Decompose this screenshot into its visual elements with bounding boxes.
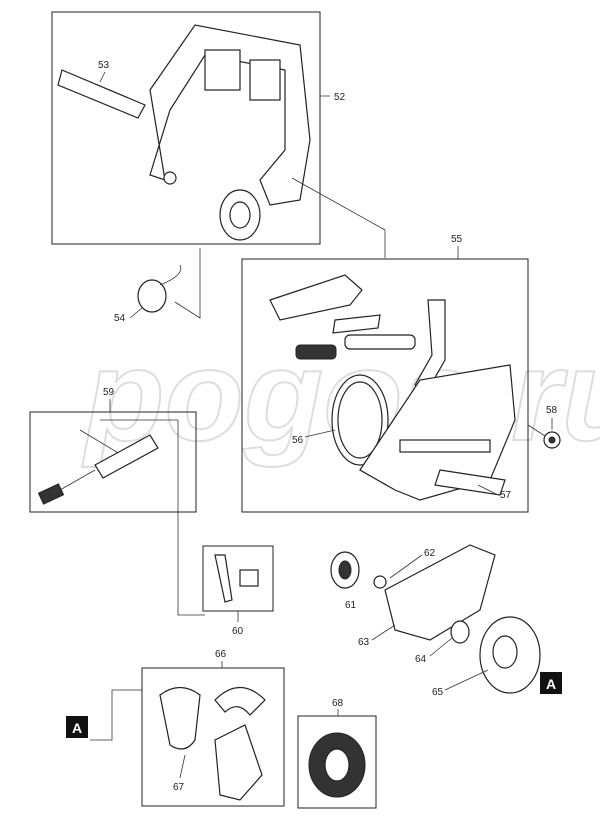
label-62: 62 — [424, 548, 436, 559]
label-56: 56 — [292, 435, 304, 446]
group-52-hand-guard: 53 52 — [51, 11, 386, 258]
label-61: 61 — [345, 600, 357, 611]
label-63: 63 — [358, 637, 370, 648]
label-64: 64 — [415, 654, 427, 665]
svg-text:A: A — [72, 720, 82, 736]
marker-a-left: A — [66, 716, 88, 738]
group-60: 60 — [202, 545, 274, 637]
label-55: 55 — [451, 234, 463, 245]
part-58: 58 — [527, 405, 561, 449]
group-61-65: 61 62 63 64 65 — [330, 544, 541, 698]
label-59: 59 — [103, 387, 115, 398]
label-53: 53 — [98, 60, 110, 71]
group-66-67: 66 67 — [90, 649, 285, 807]
label-67: 67 — [173, 782, 185, 793]
label-66: 66 — [215, 649, 227, 660]
label-58: 58 — [546, 405, 558, 416]
group-59: 59 — [29, 387, 205, 616]
label-60: 60 — [232, 626, 244, 637]
label-52: 52 — [334, 92, 346, 103]
group-55-chain-brake: 55 56 57 — [241, 234, 529, 513]
label-57: 57 — [500, 490, 512, 501]
svg-text:A: A — [546, 676, 556, 692]
group-68: 68 — [297, 698, 377, 809]
label-65: 65 — [432, 687, 444, 698]
marker-a-right: A — [540, 672, 562, 694]
label-68: 68 — [332, 698, 344, 709]
part-54: 54 — [114, 248, 201, 324]
label-54: 54 — [114, 313, 126, 324]
